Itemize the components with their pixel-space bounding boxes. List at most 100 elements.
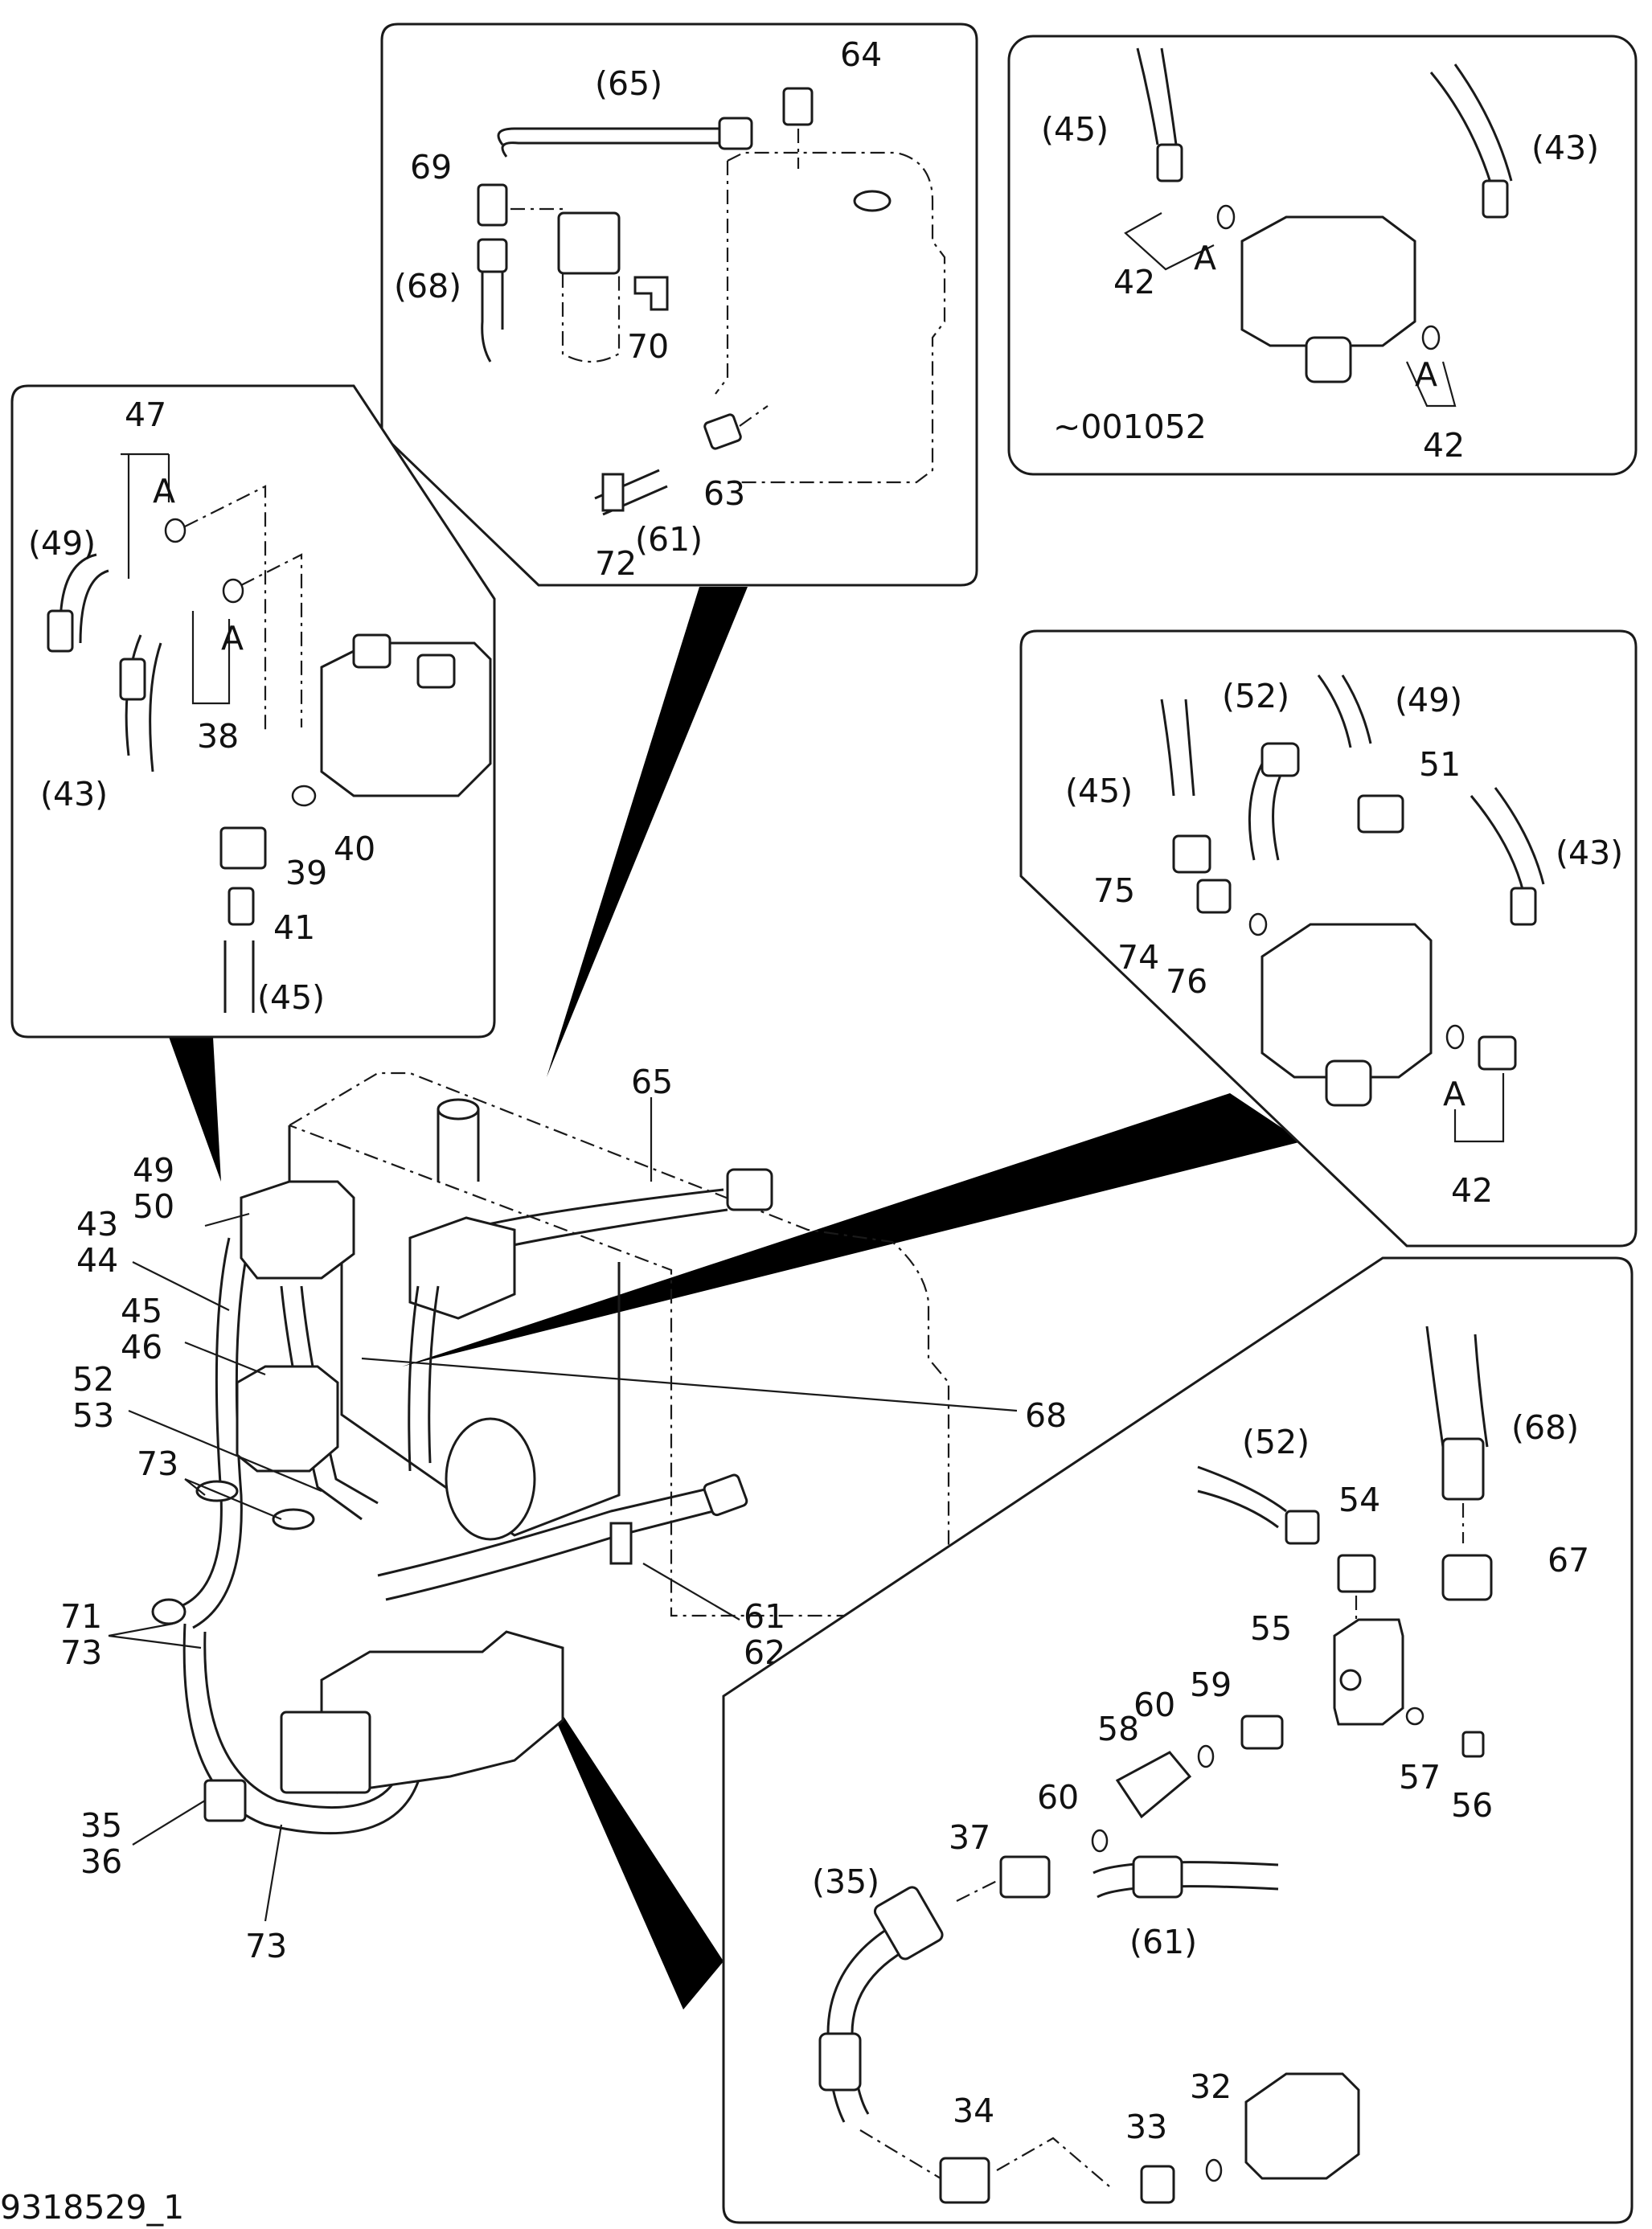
callout-label: 49	[133, 1151, 174, 1190]
callout-label: 73	[60, 1633, 102, 1672]
tank-filler-neck	[437, 1098, 480, 1121]
callout-label: 34	[953, 2092, 994, 2130]
callout-label: (49)	[1395, 681, 1462, 719]
fitting-61-detail	[1132, 1855, 1183, 1899]
hose-45-mid-b	[1184, 699, 1195, 797]
leader-dash-left-b	[240, 553, 303, 727]
fitting-63	[703, 413, 742, 450]
detail-panel-solenoid: 47 A (49) A 38 (43) 40 39 41 (45)	[10, 384, 496, 1039]
fitting-43-mid	[1510, 887, 1537, 926]
leader-dash-35	[956, 1880, 998, 1902]
fitting-43-left	[119, 658, 146, 701]
solenoid-coil-b	[416, 654, 456, 689]
tank-outline-dashed	[727, 151, 946, 484]
main-assembly: 65 49 50 43 44 45 46 52 53 68 73 71 73 6…	[60, 1063, 1067, 1965]
hose-35-detail	[826, 1911, 917, 2123]
hose-52-detail	[1197, 1465, 1287, 1513]
hose-45-top-b	[1160, 47, 1178, 145]
fitting-35-detail	[873, 1886, 944, 1961]
callout-label: (61)	[1129, 1923, 1197, 1961]
detail-panel-fittings: (52) 54 (68) 67 55 59 60 58 60 57 56 37 …	[722, 1256, 1634, 2224]
callout-label: 42	[1451, 1171, 1493, 1210]
callout-label: A	[221, 619, 244, 658]
o-ring-60b	[1091, 1829, 1109, 1853]
serial-note: ~001052	[1053, 408, 1207, 446]
hose-68-upper	[481, 241, 492, 363]
callout-label: 55	[1250, 1609, 1292, 1648]
hose-43-left-b	[149, 642, 162, 772]
detail-panel-filter: (65) 64 69 (68) 70 63 (61) 72	[380, 23, 978, 587]
tee-37	[999, 1855, 1051, 1899]
fitting-41	[228, 887, 255, 926]
o-ring-mid-A	[1445, 1024, 1465, 1050]
callout-label: 44	[76, 1241, 118, 1280]
callout-label: 46	[121, 1328, 162, 1366]
fitting-64	[782, 87, 814, 126]
callout-wedge-bottom	[535, 1672, 724, 2010]
leader-52-53	[128, 1409, 322, 1493]
hose-68-detail-b	[1474, 1334, 1489, 1448]
hose-left-a	[176, 1237, 231, 1609]
callout-label: 50	[133, 1187, 174, 1226]
o-ring-top-b	[1421, 325, 1441, 350]
callout-label: 73	[137, 1444, 178, 1483]
solenoid-valve-block	[320, 641, 492, 797]
callout-label: 67	[1547, 1541, 1589, 1580]
elbow-52	[1261, 742, 1300, 777]
callout-label: (45)	[1041, 110, 1109, 149]
hose-52-detail-b	[1197, 1489, 1279, 1529]
callout-label: 69	[410, 148, 452, 186]
o-ring-32	[1205, 2158, 1223, 2182]
leader-45-46	[184, 1341, 266, 1376]
callout-label: 59	[1190, 1666, 1232, 1704]
bracket-A-b	[1405, 361, 1457, 408]
callout-label: (52)	[1222, 677, 1289, 715]
callout-label: 72	[595, 544, 637, 583]
fitting-65-end	[718, 117, 753, 150]
fitting-59	[1240, 1715, 1284, 1750]
callout-wedge-top	[547, 587, 748, 1077]
fitting-68-end	[477, 238, 508, 273]
callout-label: 52	[72, 1360, 114, 1399]
callout-label: 61	[744, 1597, 785, 1636]
fitting-75	[1172, 834, 1211, 874]
callout-label: (45)	[257, 978, 325, 1017]
leader-35-36	[132, 1800, 206, 1846]
callout-label: (65)	[595, 64, 662, 103]
callout-label: (43)	[1531, 129, 1599, 167]
hose-left-b	[192, 1241, 251, 1629]
hose-49-mid	[1317, 674, 1352, 748]
leader-dash-34	[859, 2129, 1110, 2187]
callout-wedge-right	[402, 1093, 1302, 1366]
figure-id: 9318529_1	[0, 2188, 184, 2227]
tank-filler-neck-body	[437, 1109, 480, 1182]
pump-block	[280, 1711, 371, 1794]
callout-label: A	[1415, 355, 1437, 394]
callout-label: 73	[245, 1927, 287, 1965]
callout-label: 60	[1133, 1686, 1175, 1724]
callout-label: (45)	[1065, 772, 1133, 810]
callout-label: 33	[1125, 2108, 1167, 2146]
hose-45-top	[1136, 47, 1159, 145]
callout-label: 35	[80, 1806, 122, 1845]
elbow-67	[1441, 1554, 1493, 1601]
callout-label: (68)	[394, 267, 461, 305]
callout-label: A	[1194, 239, 1216, 277]
hose-65	[497, 127, 724, 145]
washer-57	[1405, 1707, 1424, 1726]
callout-label: 47	[125, 395, 166, 434]
hose-43-top-b	[1453, 64, 1513, 182]
fitting-58	[1115, 1751, 1192, 1819]
callout-label: 64	[840, 35, 882, 74]
leader-dash-left-a	[184, 485, 267, 731]
leader-73c	[264, 1824, 283, 1922]
hose-52-mid-b	[1272, 771, 1284, 861]
callout-label: (49)	[28, 524, 96, 563]
bolt-56	[1461, 1731, 1485, 1758]
hose-45-mid	[1160, 699, 1175, 797]
fitting-33	[1140, 2165, 1175, 2204]
hose-35-detail-b	[851, 1936, 933, 2115]
callout-label: (43)	[40, 775, 108, 813]
leader-71-73	[108, 1622, 202, 1649]
